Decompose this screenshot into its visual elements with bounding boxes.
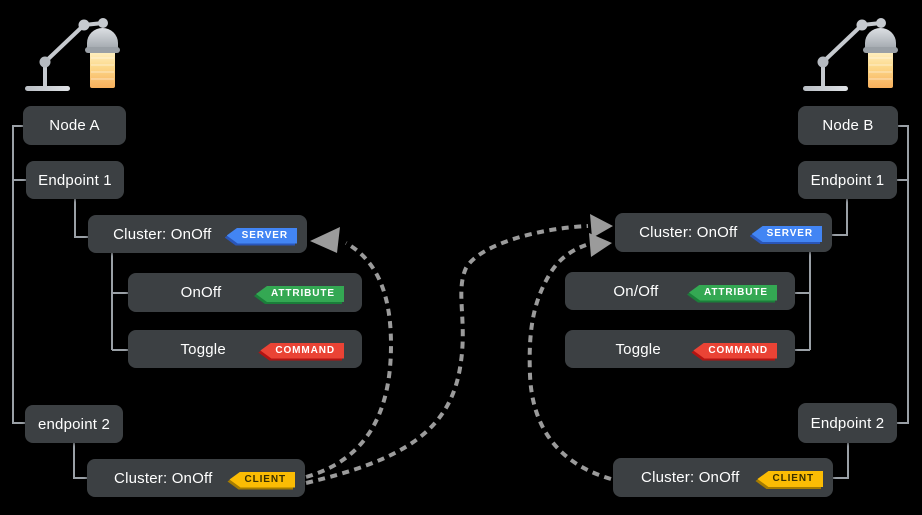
endpoint1-left-box: Endpoint 1 [26,161,124,199]
attribute-badge: ATTRIBUTE [688,282,777,301]
command-badge: COMMAND [693,340,777,359]
endpoint1-left-label: Endpoint 1 [38,171,112,189]
server-cluster-right-label: Cluster: OnOff [639,224,738,241]
tree-connector-left-endpoint1-cluster [74,199,88,238]
tree-connector-right-main [897,125,909,424]
client-cluster-right-label: Cluster: OnOff [641,469,740,486]
client-cluster-left-label: Cluster: OnOff [114,469,213,487]
command-badge-label: COMMAND [693,342,777,359]
binding-arrow-left-client-to-right-server [305,224,589,485]
desk-lamp-icon-left [23,16,122,93]
client-cluster-right-box: Cluster: OnOff CLIENT [613,458,833,497]
attribute-badge-label: ATTRIBUTE [255,286,344,302]
server-badge-label: SERVER [226,227,297,244]
command-left-label: Toggle [180,340,226,358]
node-a-label: Node A [49,117,100,134]
endpoint1-right-box: Endpoint 1 [798,161,897,199]
node-b-box: Node B [798,106,898,145]
server-cluster-left-box: Cluster: OnOff SERVER [88,215,307,253]
attribute-badge-label: ATTRIBUTE [688,284,777,301]
node-b-label: Node B [822,117,874,134]
endpoint2-right-label: Endpoint 2 [810,414,885,432]
attribute-left-label: OnOff [180,284,222,301]
command-left-box: Toggle COMMAND [128,330,362,368]
server-badge-label: SERVER [751,226,822,242]
command-right-box: Toggle COMMAND [565,330,795,368]
client-badge: CLIENT [757,468,823,487]
command-badge: COMMAND [260,340,344,359]
tree-connector-left-endpoint2-cluster [73,443,87,479]
desk-lamp-icon-right [801,16,900,93]
tree-connector-right-endpoint1-cluster [832,199,848,236]
arrowhead-lower-into-right-server [589,233,612,257]
attribute-right-label: On/Off [613,282,659,300]
arrowhead-into-left-server [310,227,340,253]
binding-arrow-left-client-to-left-server [305,241,394,479]
server-cluster-left-label: Cluster: OnOff [113,225,212,243]
arrowhead-upper-into-right-server [590,214,613,238]
tree-connector-left-cluster-children [111,253,128,351]
endpoint1-right-label: Endpoint 1 [810,171,885,189]
client-badge-label: CLIENT [757,471,823,487]
client-badge: CLIENT [229,469,295,488]
attribute-left-box: OnOff ATTRIBUTE [128,273,362,312]
command-right-label: Toggle [615,340,661,358]
endpoint2-left-box: endpoint 2 [25,405,123,443]
server-badge: SERVER [751,223,822,242]
endpoint2-right-box: Endpoint 2 [798,403,897,443]
server-cluster-right-box: Cluster: OnOff SERVER [615,213,832,252]
tree-connector-right-cluster-children [795,252,811,351]
endpoint2-left-label: endpoint 2 [37,415,111,433]
node-a-box: Node A [23,106,126,145]
binding-arrow-right-client-to-right-server [527,243,612,481]
client-badge-label: CLIENT [229,471,295,488]
tree-connector-left-main [12,125,26,424]
server-badge: SERVER [226,225,297,244]
client-cluster-left-box: Cluster: OnOff CLIENT [87,459,305,497]
attribute-right-box: On/Off ATTRIBUTE [565,272,795,310]
command-badge-label: COMMAND [260,342,344,359]
tree-connector-right-endpoint2-cluster [833,443,849,479]
attribute-badge: ATTRIBUTE [255,283,344,302]
